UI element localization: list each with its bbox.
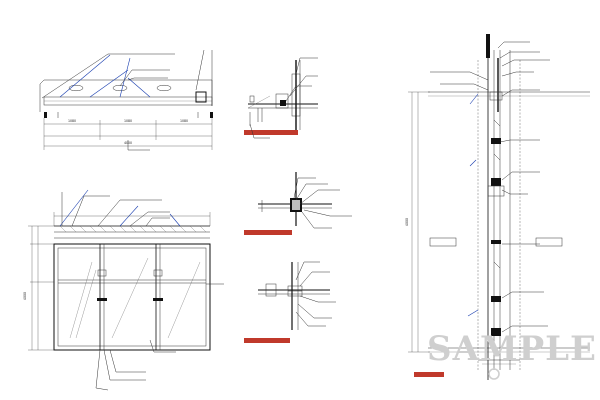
plan-fixture: [68, 84, 84, 92]
detail-mid: [244, 172, 352, 235]
section-tag: [414, 372, 444, 377]
watermark-logo-icon: [488, 368, 500, 380]
detail-top: [244, 57, 318, 139]
plan-view: 1080 1080 1080 4000: [39, 49, 213, 151]
room-box: [535, 237, 563, 247]
vertical-section: 4000: [405, 34, 590, 380]
watermark-text: SAMPLE: [427, 329, 597, 369]
dim-label: 1080: [124, 119, 132, 123]
plan-fixture: [156, 84, 172, 92]
dim-label: 4000: [405, 218, 409, 226]
dim-label: 4000: [23, 292, 27, 300]
elevation-view: 4000: [23, 189, 224, 391]
detail-low: [244, 261, 336, 343]
section-tag: [244, 338, 290, 343]
plan-fixture: [112, 84, 128, 92]
section-tag: [244, 230, 292, 235]
room-box: [429, 237, 457, 247]
section-tag: [244, 130, 298, 135]
dim-label: 1080: [180, 119, 188, 123]
sample-watermark: SAMPLE: [427, 329, 597, 380]
dim-label: 1080: [68, 119, 76, 123]
